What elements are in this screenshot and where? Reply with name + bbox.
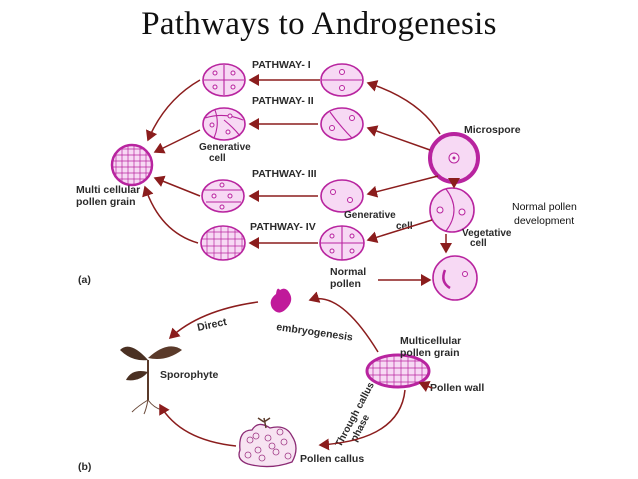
microspore	[428, 132, 480, 184]
mpg-b-line-2: pollen grain	[400, 347, 460, 359]
multicellular-pollen-grain-a	[110, 143, 154, 187]
panel-label-b: (b)	[78, 461, 91, 473]
multicellular-label-line-1: Multi cellular	[76, 184, 140, 196]
arrow-p4-mc	[142, 185, 199, 244]
generative-cell-label-mid: Generative cell	[344, 210, 413, 232]
multicellular-label-line-2: pollen grain	[76, 196, 136, 208]
panel-label-a: (a)	[78, 274, 91, 286]
vegetative-cell-label: Vegetative cell	[462, 228, 514, 249]
arrow-pg-to-embryo	[308, 291, 379, 353]
note-line-1: Normal pollen	[512, 201, 577, 213]
generative-cell-top-line-2: cell	[209, 153, 226, 164]
generative-cell-mid-line-2: cell	[396, 221, 413, 232]
pathway-3-label: PATHWAY- III	[252, 168, 317, 180]
arrow-micro-p1	[366, 80, 441, 135]
arrow-micro-p3	[366, 175, 439, 198]
pathway-3-cell-a	[201, 179, 245, 213]
pathway-2-label: PATHWAY- II	[252, 95, 314, 107]
multicellular-pollen-grain-b	[365, 353, 431, 389]
normal-pollen-line-1: Normal	[330, 266, 366, 278]
note-line-2: development	[514, 215, 574, 227]
pathway-4-cell-b	[200, 225, 246, 261]
embryogenesis-label: embryogenesis	[276, 321, 354, 344]
pathway-3-cell-b	[320, 179, 364, 213]
pollen-callus	[238, 417, 297, 468]
sporophyte-label: Sporophyte	[160, 369, 218, 381]
binucleate-pollen	[429, 187, 475, 233]
mpg-b-line-1: Multicellular	[400, 335, 461, 347]
normal-pollen	[432, 255, 478, 301]
microspore-label: Microspore	[464, 124, 521, 136]
arrow-embryo-to-sporophyte	[168, 301, 259, 340]
part-b: Direct embryogenesis Multicellular polle…	[78, 288, 484, 473]
pathway-1-cell-a	[202, 63, 246, 97]
vegetative-cell-line-1: Vegetative	[462, 228, 512, 239]
multicellular-pollen-grain-label-b: Multicellular pollen grain	[400, 335, 464, 359]
arrow-p2-mc	[153, 129, 201, 154]
arrow-pg-to-callus	[318, 389, 406, 451]
generative-cell-mid-line-1: Generative	[344, 210, 396, 221]
arrow-binucleate-p4	[366, 219, 433, 244]
multicellular-pollen-grain-label-a: Multi cellular pollen grain	[76, 184, 143, 208]
generative-cell-label-top: Generative cell	[199, 142, 253, 164]
direct-label: Direct	[196, 316, 228, 334]
pollen-callus-label: Pollen callus	[300, 453, 364, 465]
arrow-micro-p2	[366, 125, 431, 151]
vegetative-cell-line-2: cell	[470, 238, 487, 249]
pathway-2-cell-b	[320, 107, 364, 141]
normal-pollen-development-note: Normal pollen development	[512, 201, 580, 227]
pollen-wall-label: Pollen wall	[430, 382, 484, 394]
normal-pollen-line-2: pollen	[330, 278, 361, 290]
part-a: PATHWAY- I PATHWAY- II Generative cell M…	[76, 59, 580, 301]
pathway-2-cell-a	[202, 107, 246, 141]
sporophyte-plant	[120, 346, 182, 415]
generative-cell-top-line-1: Generative	[199, 142, 251, 153]
pathway-4-label: PATHWAY- IV	[250, 221, 316, 233]
arrow-p1-mc	[146, 79, 201, 142]
slide-title: Pathways to Androgenesis	[141, 6, 497, 42]
arrow-pollen-wall	[418, 380, 433, 392]
pathway-1-cell-b	[320, 63, 364, 97]
pathway-4-cell-a	[319, 225, 365, 261]
embryo-shape	[270, 288, 292, 313]
pathway-1-label: PATHWAY- I	[252, 59, 311, 71]
normal-pollen-label: Normal pollen	[330, 266, 369, 290]
arrow-p3-mc	[153, 175, 201, 197]
arrow-callus-to-sporophyte	[159, 403, 237, 447]
